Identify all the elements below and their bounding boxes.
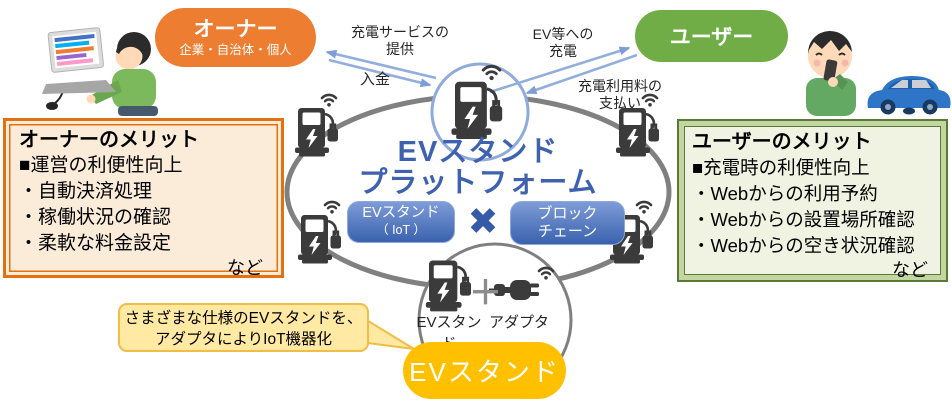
user-merit-footer: など <box>892 260 928 280</box>
blue-ev-car-illustration <box>867 76 951 115</box>
owner-merit-item: ■運営の利便性向上 <box>19 155 183 176</box>
user-pill: ユーザー <box>635 10 788 62</box>
component-blockchain: ブロック チェーン <box>510 201 625 245</box>
user-merit-title: ユーザーのメリット <box>692 131 872 153</box>
ev-stand-icon <box>295 95 338 157</box>
arrow-deposit-to-platform <box>328 58 432 88</box>
platform-title: EVスタンド プラットフォーム <box>358 136 598 199</box>
arrow-service-to-owner <box>325 49 437 80</box>
arrow-fee-to-platform <box>525 53 638 95</box>
plus-icon: ＋ <box>469 274 502 311</box>
owner-pill: オーナー 企業・自治体・個人 <box>155 8 316 67</box>
user-with-smartphone-illustration <box>806 30 951 116</box>
ev-stand-pill: EVスタンド <box>403 342 566 399</box>
flow-label-charge: EV等への 充電 <box>532 26 594 59</box>
user-merit-item: ・Webからの空き状況確認 <box>692 235 915 256</box>
adapter-callout: さまざまな仕様のEVスタンドを、 アダプタによりIoT機器化 <box>118 303 369 352</box>
owner-at-laptop-illustration <box>42 27 158 116</box>
user-merit-item: ■充電時の利便性向上 <box>692 157 870 178</box>
user-merit-box: ユーザーのメリット ■充電時の利便性向上 ・Webからの利用予約 ・Webからの… <box>677 119 948 282</box>
owner-merit-item: ・柔軟な料金設定 <box>19 233 172 254</box>
owner-merit-item: ・稼働状況の確認 <box>19 207 172 228</box>
owner-title: オーナー <box>193 17 278 41</box>
arrow-charge-to-user <box>489 46 631 94</box>
owner-merit-item: ・自動決済処理 <box>19 181 153 202</box>
detail-adapter-label: アダプタ <box>488 314 549 331</box>
owner-merit-footer: など <box>227 258 263 278</box>
owner-merit-box: オーナーのメリット ■運営の利便性向上 ・自動決済処理 ・稼働状況の確認 ・柔軟… <box>3 118 284 278</box>
flow-label-service: 充電サービスの 提供 <box>351 24 449 57</box>
user-title: ユーザー <box>669 26 754 49</box>
owner-subtitle: 企業・自治体・個人 <box>179 42 292 57</box>
flow-label-fee: 充電利用料の 支払い <box>578 78 662 111</box>
component-ev-stand-iot: EVスタンド （ IoT ） <box>347 201 455 243</box>
user-merit-item: ・Webからの利用予約 <box>692 183 878 204</box>
flow-label-deposit: 入金 <box>359 71 390 88</box>
cross-icon: ✖ <box>467 200 499 242</box>
user-merit-item: ・Webからの設置場所確認 <box>692 209 915 230</box>
owner-merit-title: オーナーのメリット <box>19 129 199 151</box>
mouse-icon <box>46 102 58 110</box>
